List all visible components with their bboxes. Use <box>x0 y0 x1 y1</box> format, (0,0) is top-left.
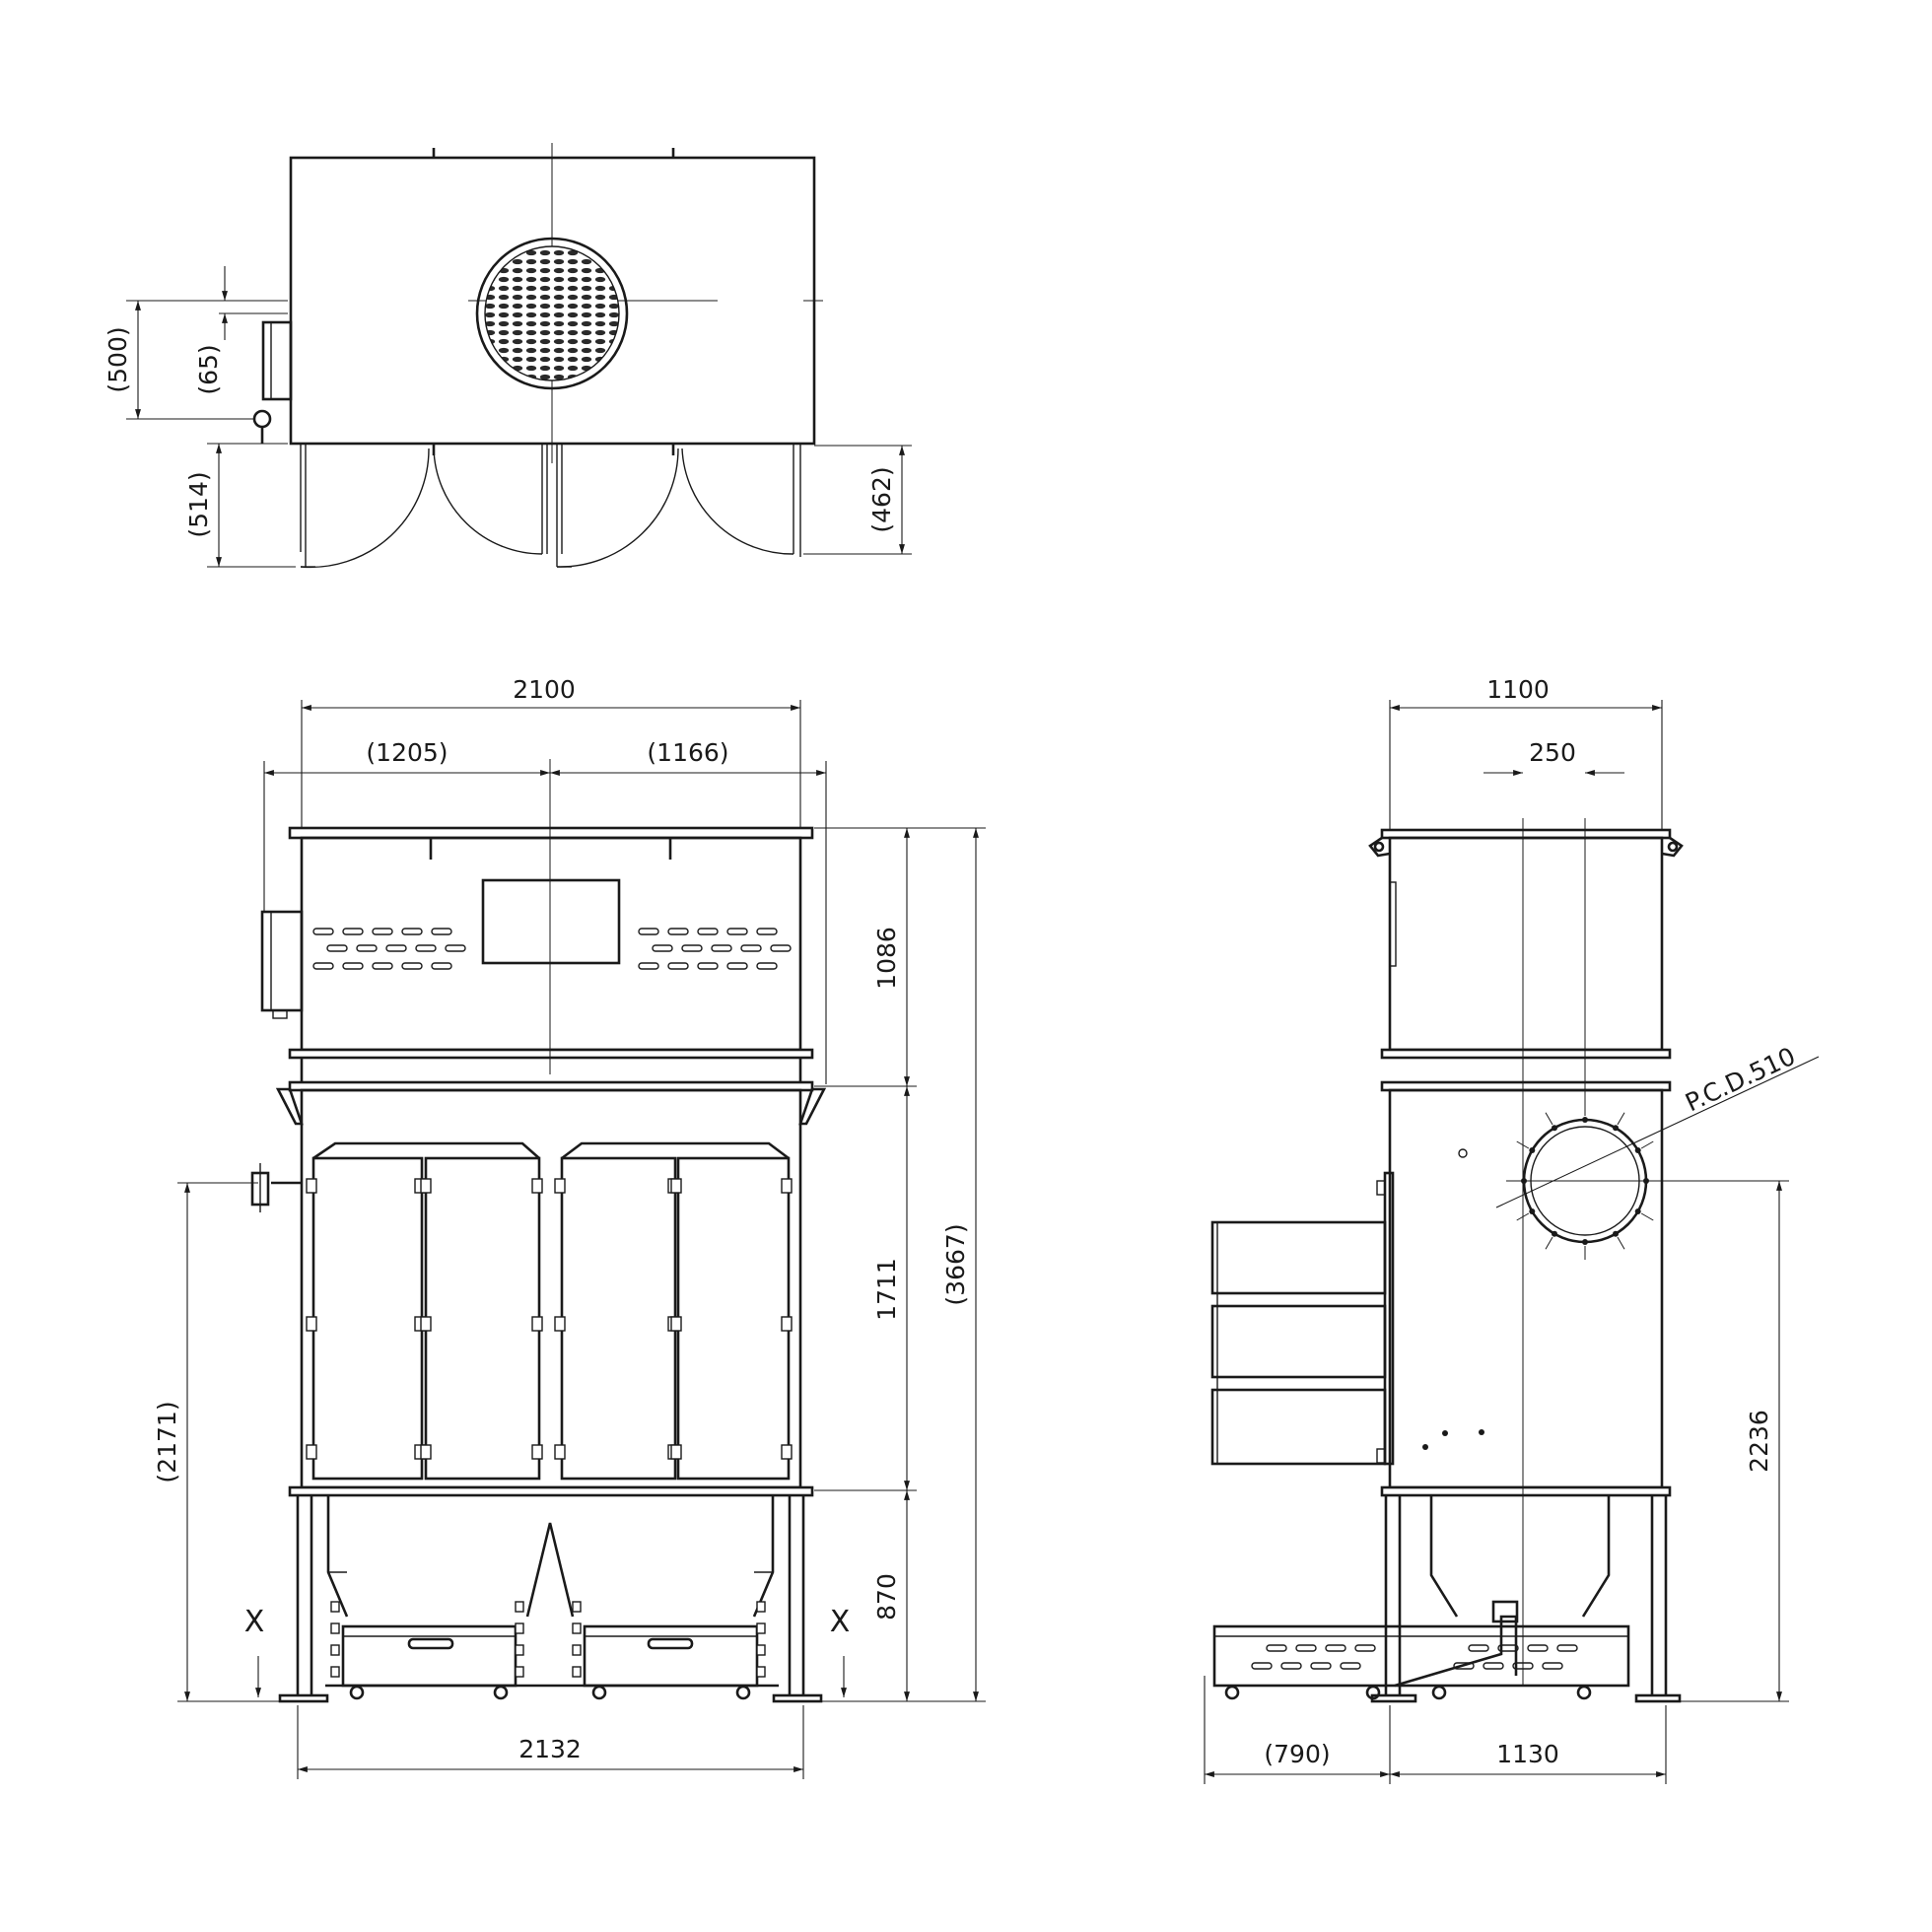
front-inspection-window <box>481 878 621 965</box>
dim-2100: 2100 <box>513 675 576 704</box>
dim-2132: 2132 <box>518 1735 582 1763</box>
side-view: P.C.D.510 <box>1204 675 1820 1784</box>
section-mark-left: X <box>244 1605 265 1639</box>
dim-1100: 1100 <box>1486 675 1550 704</box>
side-dust-drawer <box>1212 1600 1630 1700</box>
top-inlet <box>261 320 293 401</box>
dim-1086: 1086 <box>872 927 901 990</box>
side-upper-housing <box>1388 836 1664 1052</box>
dim-1130: 1130 <box>1496 1740 1559 1768</box>
dim-3667: (3667) <box>941 1223 970 1305</box>
pcd-label: P.C.D.510 <box>1681 1042 1800 1118</box>
front-vent-slots <box>312 928 792 970</box>
front-drawer-clamps <box>330 1601 766 1678</box>
top-outlet-flange <box>475 237 629 390</box>
front-legs-and-hopper <box>278 1495 823 1703</box>
dim-514: (514) <box>184 471 213 537</box>
top-view-doors <box>300 444 801 569</box>
dim-790: (790) <box>1264 1740 1330 1768</box>
dim-870: 870 <box>872 1573 901 1621</box>
dim-250: 250 <box>1529 738 1576 767</box>
front-top-flange <box>288 826 814 840</box>
dim-1205: (1205) <box>366 738 448 767</box>
front-dust-drawers <box>325 1624 779 1700</box>
front-view: 2100 (1205) (1166) 1086 1711 870 (3667) … <box>153 675 986 1779</box>
front-lower-flange <box>288 1485 814 1497</box>
dim-500: (500) <box>104 326 132 392</box>
dim-1711: 1711 <box>872 1258 901 1321</box>
dim-65: (65) <box>194 344 223 394</box>
top-view: (500) (65) (514) (462) <box>104 143 912 569</box>
dim-1166: (1166) <box>647 738 728 767</box>
front-upper-housing <box>300 836 802 1052</box>
front-door-hinges <box>306 1178 793 1460</box>
front-filter-chamber <box>300 1088 802 1489</box>
front-doors <box>311 1141 791 1481</box>
side-cartridge-doors <box>1210 1171 1395 1466</box>
top-outlet-grille <box>485 246 619 380</box>
side-legs-and-hopper <box>1370 1495 1682 1703</box>
side-filter-chamber <box>1388 1088 1664 1489</box>
front-mid-flange-1 <box>288 1048 814 1060</box>
front-inlet <box>260 910 304 1012</box>
dim-2236: 2236 <box>1745 1410 1773 1473</box>
section-mark-right: X <box>830 1605 851 1639</box>
dim-462: (462) <box>867 466 896 532</box>
dim-2171: (2171) <box>153 1401 181 1483</box>
